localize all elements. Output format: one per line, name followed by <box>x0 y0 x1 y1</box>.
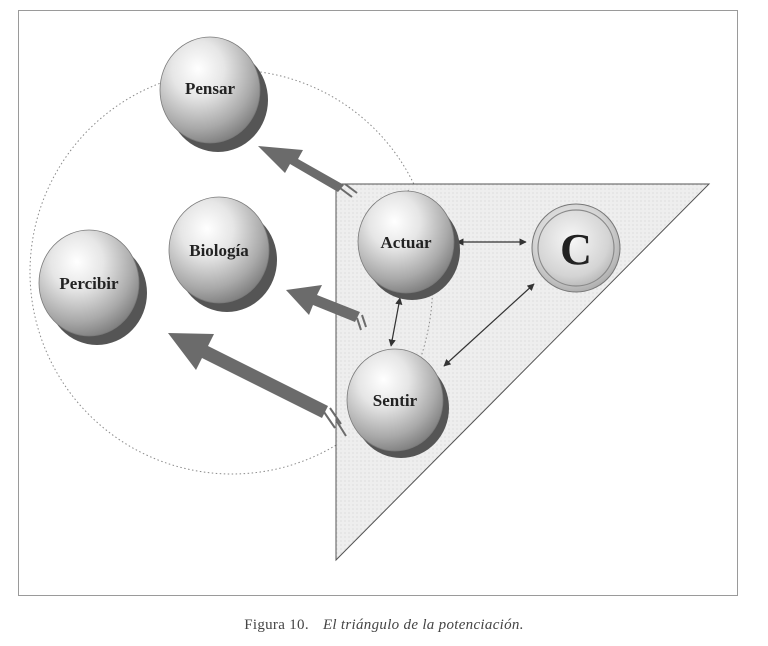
node-biologia-label: Biología <box>189 241 249 260</box>
node-biologia: Biología <box>168 196 277 312</box>
node-sentir-label: Sentir <box>373 391 418 410</box>
arrow-to-pensar <box>258 146 358 198</box>
node-c: C <box>531 203 621 293</box>
arrow-to-biologia <box>286 285 367 331</box>
node-actuar-label: Actuar <box>381 233 432 252</box>
node-pensar-label: Pensar <box>185 79 236 98</box>
figure-caption: Figura 10. El triángulo de la potenciaci… <box>0 617 768 634</box>
figure-number: Figura 10. <box>244 617 309 633</box>
node-percibir: Percibir <box>38 229 147 345</box>
node-actuar: Actuar <box>357 190 460 300</box>
link-actuar-sentir <box>388 297 403 347</box>
link-sentir-c <box>443 283 535 367</box>
node-pensar: Pensar <box>159 36 268 152</box>
node-sentir: Sentir <box>346 348 449 458</box>
node-percibir-label: Percibir <box>59 274 119 293</box>
diagram: Pensar Biología Percibir Actuar Sentir C <box>29 36 711 562</box>
node-c-label: C <box>560 225 592 274</box>
arrow-to-percibir <box>168 333 347 437</box>
figure-title: El triángulo de la potenciación. <box>322 617 524 633</box>
